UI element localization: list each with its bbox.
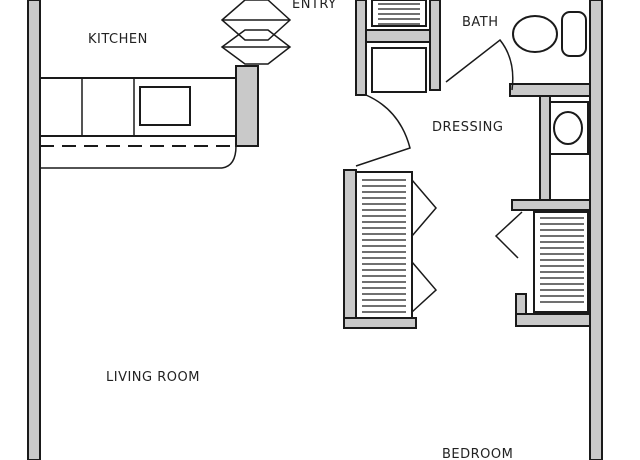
- kitchen-pillar: [235, 65, 259, 147]
- room-label-bedroom: BEDROOM: [442, 447, 513, 460]
- right-closet-door: [494, 211, 523, 259]
- exterior-wall-right: [589, 0, 603, 460]
- left-closet-door-upper: [411, 179, 437, 237]
- room-label-entry: ENTRY: [292, 0, 337, 12]
- dressing-area: [355, 94, 589, 202]
- kitchen-sink: [139, 86, 191, 126]
- dressing-door-swing: [355, 94, 411, 167]
- entry-closet: [355, 0, 441, 96]
- entry-closet-shelving: [378, 3, 420, 25]
- exterior-wall-left: [27, 0, 41, 460]
- entry-light-fixtures: [220, 0, 292, 65]
- bedroom-closet-left: [343, 169, 438, 329]
- left-closet-shelving: [362, 179, 406, 313]
- vanity-basin: [553, 111, 583, 145]
- room-label-bath: BATH: [462, 15, 499, 30]
- left-closet-door-lower: [411, 261, 438, 313]
- kitchen-counter: [39, 77, 237, 137]
- bath-area: [445, 11, 591, 97]
- bath-door-swing: [445, 38, 514, 91]
- bath-toilet: [512, 15, 558, 53]
- right-closet-shelving: [540, 217, 584, 303]
- room-label-living-room: LIVING ROOM: [106, 370, 200, 385]
- counter-corner-curve: [221, 145, 237, 169]
- room-label-dressing: DRESSING: [432, 120, 503, 135]
- bath-tub: [561, 11, 587, 57]
- bedroom-closet-right: [494, 199, 591, 327]
- room-label-kitchen: KITCHEN: [88, 32, 148, 47]
